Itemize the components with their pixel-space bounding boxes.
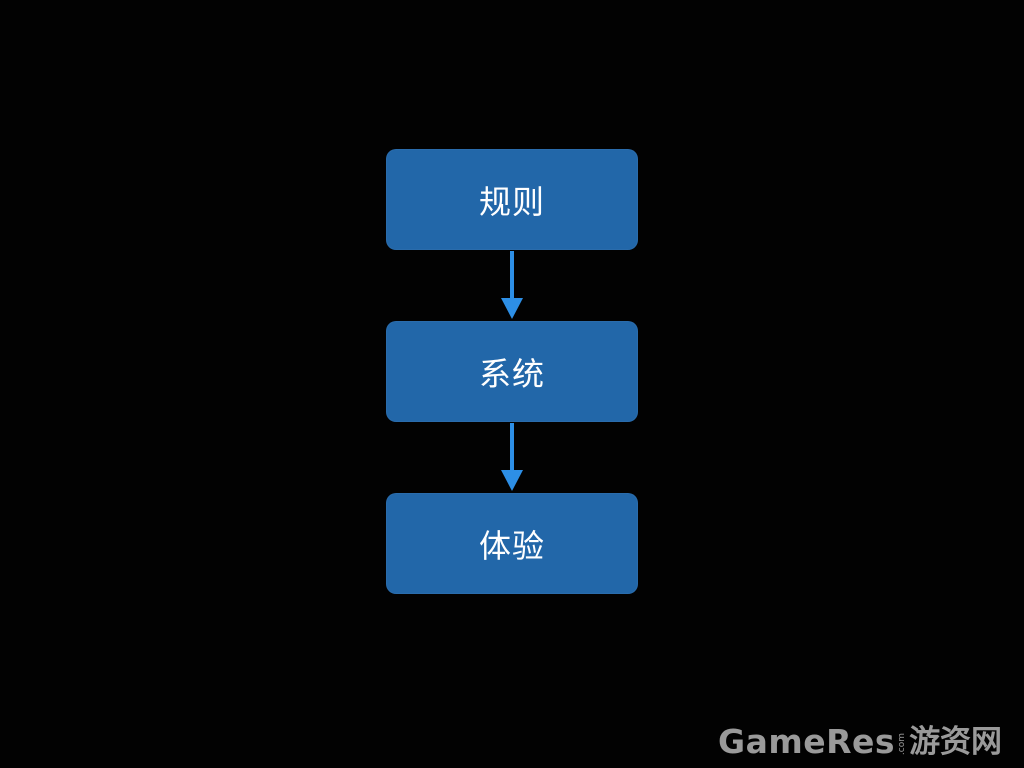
watermark-domain-suffix: .com bbox=[897, 732, 908, 755]
node-rules: 规则 bbox=[386, 149, 638, 250]
node-experience: 体验 bbox=[386, 493, 638, 594]
node-rules-label: 规则 bbox=[478, 182, 545, 221]
node-system: 系统 bbox=[386, 321, 638, 422]
gameres-watermark: GameRes .com 游资网 bbox=[718, 708, 1008, 758]
arrow-rules-to-system bbox=[501, 251, 523, 319]
node-experience-label: 体验 bbox=[478, 526, 545, 565]
watermark-brand: GameRes bbox=[718, 722, 896, 761]
arrow-system-to-experience bbox=[501, 423, 523, 491]
node-system-label: 系统 bbox=[478, 354, 545, 393]
watermark-cn-name: 游资网 bbox=[909, 724, 1003, 760]
